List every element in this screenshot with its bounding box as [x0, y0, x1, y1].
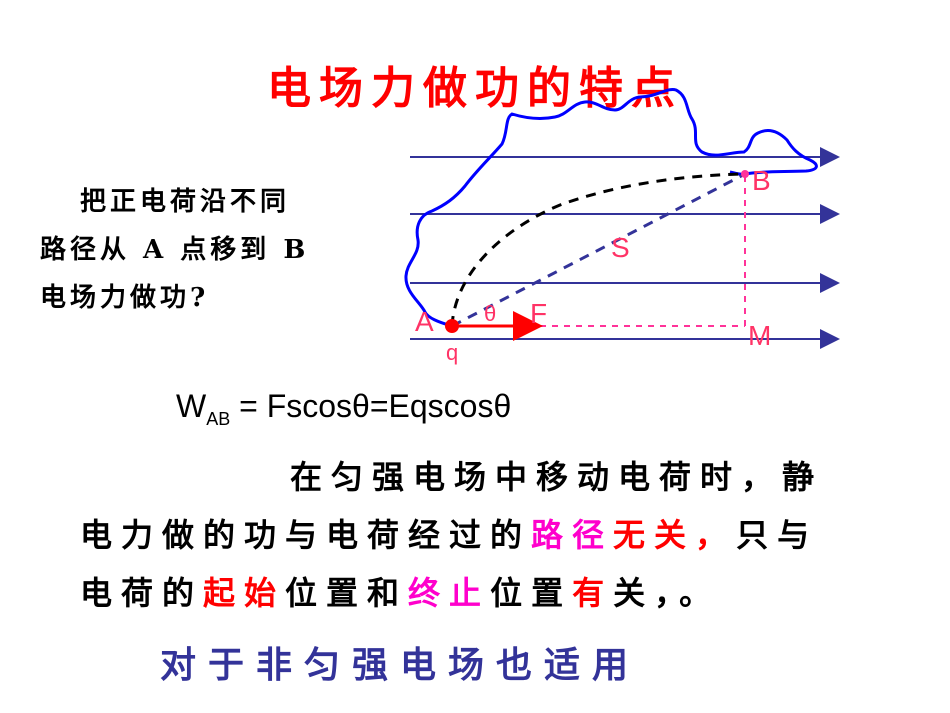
formula-w: W	[176, 388, 207, 424]
highlight-has: 有	[572, 574, 614, 612]
highlight-path: 路径	[531, 516, 614, 554]
highlight-end: 终止	[408, 574, 491, 612]
charged-conductor-outline	[404, 87, 818, 328]
p2-text-e: 只与	[736, 516, 819, 554]
label-a: A	[415, 306, 434, 337]
footer-note: 对于非匀强电场也适用	[160, 644, 641, 686]
p2-comma: ，	[695, 516, 737, 554]
label-b: B	[752, 165, 771, 196]
point-a-dot	[445, 319, 459, 333]
question-text: 把正电荷沿不同 路径从 A 点移到 B 电场力做功?	[40, 178, 380, 322]
highlight-start: 起始	[203, 574, 286, 612]
p3-text-g: 关，。	[613, 574, 721, 612]
p3-text-e: 位置	[490, 574, 573, 612]
p3-text-c: 位置和	[285, 574, 409, 612]
point-b-dot	[741, 170, 749, 178]
displacement-line-s	[451, 172, 746, 328]
formula-rhs: = Fscosθ=Eqscosθ	[230, 388, 512, 424]
label-f: F	[530, 298, 547, 329]
label-theta: θ	[484, 301, 496, 326]
label-s: S	[611, 232, 630, 263]
question-line-3: 电场力做功?	[40, 283, 210, 313]
p2-text-a: 电力做的功与电荷经过的	[80, 516, 532, 554]
label-q: q	[446, 340, 458, 365]
formula-subscript: AB	[206, 409, 231, 429]
p3-text-a: 电荷的	[80, 574, 204, 612]
label-m: M	[748, 320, 771, 351]
highlight-unrelated: 无关	[613, 516, 696, 554]
slide-title: 电场力做功的特点	[267, 63, 683, 114]
paragraph-line-3: 电荷的起始位置和终止位置有关，。	[80, 564, 930, 622]
work-formula: WAB = Fscosθ=Eqscosθ	[176, 388, 511, 430]
curved-path	[450, 172, 746, 327]
paragraph-line-2: 电力做的功与电荷经过的路径无关，只与	[80, 506, 930, 564]
question-line-2: 路径从 A 点移到 B	[40, 235, 310, 265]
question-line-1: 把正电荷沿不同	[80, 187, 291, 217]
paragraph-line-1: 在匀强电场中移动电荷时，静	[290, 458, 824, 496]
conclusion-paragraph: 在匀强电场中移动电荷时，静 电力做的功与电荷经过的路径无关，只与 电荷的起始位置…	[80, 448, 930, 622]
